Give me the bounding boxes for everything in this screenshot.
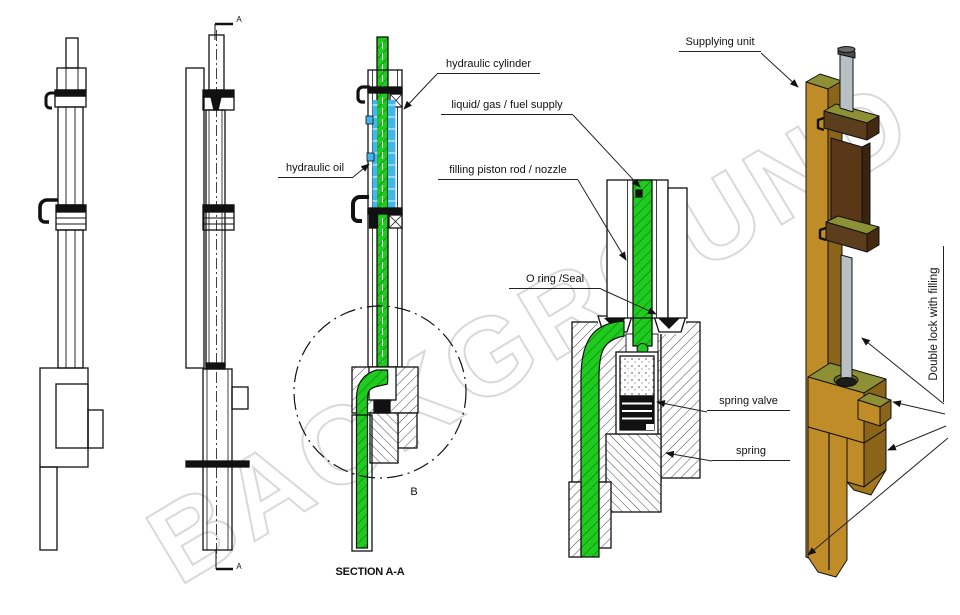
label-spring-valve: spring valve [707, 395, 790, 411]
section-a-a-view [293, 36, 467, 552]
cut-marker-a-top: A [236, 15, 242, 24]
leader-spring [665, 450, 713, 462]
label-hydraulic-oil: hydraulic oil [278, 162, 352, 178]
label-o-ring-seal: O ring /Seal [509, 273, 601, 289]
leader-o-ring [600, 288, 657, 315]
label-double-lock-with-filling: Double lock with filling [928, 246, 944, 402]
side-view-section-marked [185, 22, 250, 571]
front-view [38, 37, 104, 551]
leader-double-lock-3 [887, 425, 947, 451]
leader-double-lock-1 [861, 337, 945, 405]
label-hydraulic-cylinder: hydraulic cylinder [437, 58, 540, 74]
leader-lines [351, 52, 949, 556]
cut-marker-a-bottom: A [236, 562, 242, 571]
label-liquid-gas-fuel-supply: liquid/ gas / fuel supply [441, 99, 573, 115]
detail-b-view [568, 179, 701, 558]
label-spring: spring [712, 445, 790, 461]
label-supplying-unit: Supplying unit [679, 36, 761, 52]
leader-hydraulic-cylinder [403, 73, 438, 110]
leader-filling-piston [577, 179, 627, 261]
section-caption: SECTION A-A [335, 566, 405, 578]
isometric-view [805, 46, 892, 578]
leader-spring-valve [656, 400, 708, 413]
leader-supplying-unit [760, 52, 799, 88]
leader-double-lock-2 [892, 400, 946, 415]
detail-b-label: B [410, 486, 418, 498]
leader-hydraulic-oil [351, 163, 370, 179]
leader-double-lock-4 [807, 437, 949, 556]
label-filling-piston-rod-nozzle: filling piston rod / nozzle [438, 164, 578, 180]
leader-liquid-gas-fuel [572, 114, 641, 188]
